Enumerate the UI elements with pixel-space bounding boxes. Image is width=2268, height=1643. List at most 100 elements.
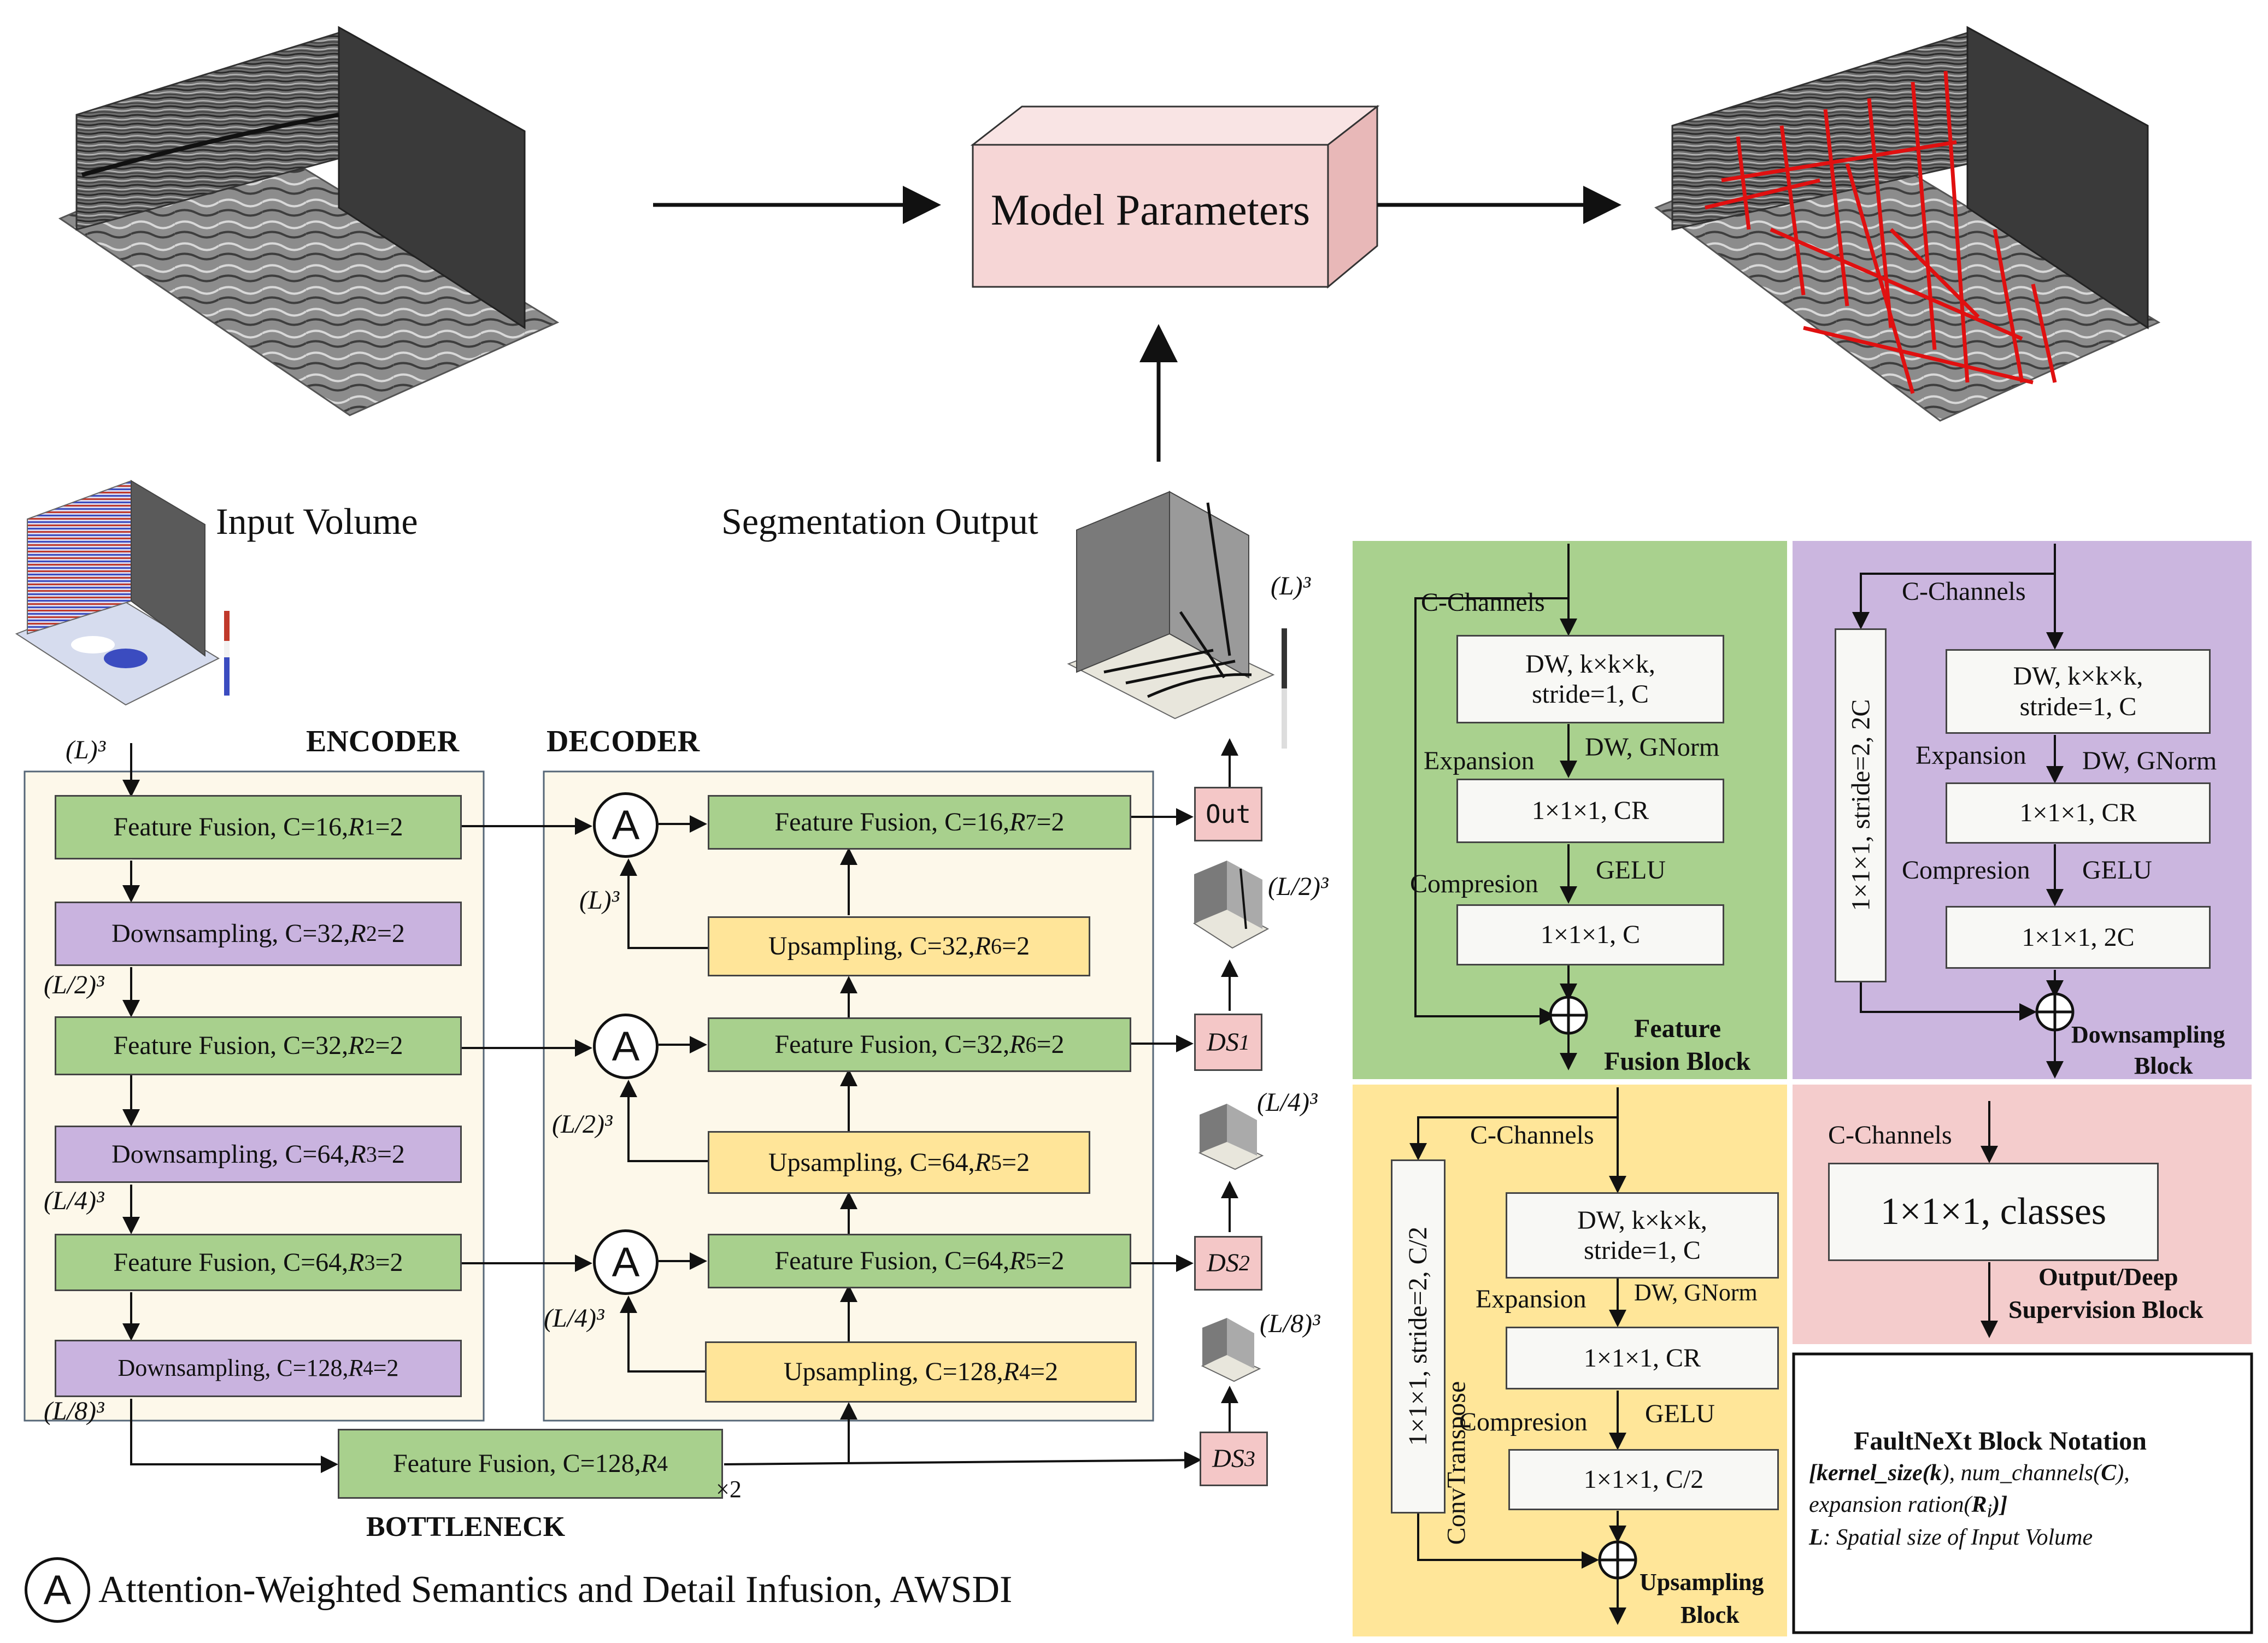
segmentation-output-cube — [1067, 491, 1287, 749]
ds-label: DS — [1207, 1027, 1239, 1057]
block-sub: 5 — [991, 1150, 1002, 1175]
dsb-c-channels: C-Channels — [1902, 577, 2026, 606]
block-text: Feature Fusion, C=32, — [113, 1031, 349, 1061]
dim-l2-enc: (L/2)³ — [44, 970, 104, 999]
block-r: R — [1009, 1246, 1026, 1276]
block-text: Feature Fusion, C=64, — [113, 1247, 349, 1277]
usb-dw-conv: DW, k×k×k, stride=1, C — [1506, 1192, 1779, 1279]
block-text: Downsampling, C=64, — [111, 1139, 350, 1169]
block-text: Upsampling, C=64, — [768, 1147, 975, 1177]
ffb-compression: Compresion — [1410, 869, 1538, 898]
ffb-cr-conv: 1×1×1, CR — [1456, 779, 1724, 843]
encoder-title: ENCODER — [306, 725, 460, 758]
dim-l4-out: (L/4)³ — [1257, 1088, 1318, 1117]
ds-label: DS — [1212, 1444, 1244, 1474]
block-r: R — [974, 932, 991, 961]
block-r: R — [348, 1031, 365, 1061]
block-text: Feature Fusion, C=16, — [774, 808, 1010, 837]
ffb-c-conv: 1×1×1, C — [1456, 904, 1724, 965]
notation-end: )] — [1992, 1492, 2008, 1517]
dsb-2c-conv: 1×1×1, 2C — [1946, 906, 2211, 969]
notation-k: k — [1930, 1461, 1942, 1486]
decoder-title: DECODER — [547, 725, 700, 758]
block-tail: =2 — [377, 919, 405, 949]
dim-l3-input: (L)³ — [66, 735, 106, 764]
ds-label: DS — [1207, 1249, 1239, 1278]
notation-panel — [1792, 1352, 2253, 1634]
block-sub: 6 — [991, 934, 1002, 958]
block-sub: 5 — [1025, 1249, 1037, 1273]
block-r: R — [348, 812, 365, 842]
out-box: Out — [1194, 787, 1262, 841]
block-sub: 6 — [1025, 1032, 1037, 1057]
block-tail: =2 — [375, 812, 403, 842]
bottleneck-repeat: ×2 — [716, 1476, 742, 1503]
block-r: R — [348, 1355, 363, 1382]
block-sub: 7 — [1025, 810, 1037, 834]
usb-title-1: Upsampling — [1640, 1569, 1764, 1595]
input-volume-cube — [15, 480, 230, 706]
ob-title-2: Supervision Block — [2008, 1295, 2204, 1323]
block-text: Feature Fusion, C=64, — [774, 1246, 1010, 1276]
usb-cr-conv: 1×1×1, CR — [1506, 1327, 1779, 1389]
block-sub: 3 — [364, 1250, 375, 1275]
usb-c-channels: C-Channels — [1470, 1121, 1594, 1150]
block-text: Upsampling, C=128, — [783, 1357, 1003, 1387]
model-parameters-box — [970, 104, 1380, 289]
dsb-dw-conv: DW, k×k×k, stride=1, C — [1946, 649, 2211, 734]
notation-expansion: expansion ration( — [1809, 1492, 1972, 1517]
block-sub: 4 — [363, 1357, 373, 1380]
dim-l4-dec: (L/4)³ — [544, 1304, 604, 1333]
notation-line-2: expansion ration(Ri)] — [1809, 1492, 2007, 1522]
dim-l4-enc: (L/4)³ — [44, 1186, 104, 1215]
usb-compression: Compresion — [1459, 1408, 1588, 1436]
block-tail: =2 — [1002, 1147, 1030, 1177]
ob-c-channels: C-Channels — [1828, 1121, 1952, 1150]
block-r: R — [974, 1147, 991, 1177]
dsb-dw-gnorm: DW, GNorm — [2082, 746, 2217, 775]
block-tail: =2 — [377, 1139, 405, 1169]
block-tail: =2 — [375, 1247, 403, 1277]
dim-l2-out: (L/2)³ — [1268, 872, 1329, 901]
block-sub: 2 — [366, 921, 377, 946]
notation-i: i — [1987, 1500, 1993, 1522]
dw-line1: DW, k×k×k, — [1525, 649, 1655, 679]
block-tail: =2 — [375, 1031, 403, 1061]
usb-expansion: Expansion — [1476, 1285, 1587, 1314]
block-r: R — [350, 919, 366, 949]
block-text: Feature Fusion, C=16, — [113, 812, 349, 842]
notation-close: ), — [2116, 1461, 2130, 1486]
notation-bracket: [kernel_size( — [1809, 1461, 1930, 1486]
notation-l: L — [1809, 1525, 1823, 1550]
usb-title-2: Block — [1681, 1601, 1740, 1628]
dsb-cr-conv: 1×1×1, CR — [1946, 782, 2211, 844]
ffb-title-1: Feature — [1634, 1014, 1721, 1043]
block-text: Feature Fusion, C=128, — [392, 1449, 641, 1479]
block-text: Downsampling, C=128, — [117, 1355, 349, 1382]
dim-l3-dec: (L)³ — [579, 886, 620, 915]
dsb-compression: Compresion — [1902, 856, 2030, 885]
dsb-title-1: Downsampling — [2071, 1021, 2225, 1048]
dw-line1: DW, k×k×k, — [2013, 662, 2143, 691]
model-parameters-label: Model Parameters — [990, 186, 1311, 234]
awsdi-legend-text: Attention-Weighted Semantics and Detail … — [98, 1569, 1013, 1611]
ds3-output-cube — [1201, 1318, 1261, 1382]
block-r: R — [350, 1139, 366, 1169]
dw-line2: stride=1, C — [1584, 1236, 1701, 1265]
block-tail: =2 — [1036, 1030, 1065, 1059]
dim-l2-dec: (L/2)³ — [552, 1110, 613, 1139]
block-text: Upsampling, C=32, — [768, 932, 975, 961]
awsdi-node-3: A — [593, 1229, 659, 1295]
block-r: R — [1003, 1357, 1019, 1387]
